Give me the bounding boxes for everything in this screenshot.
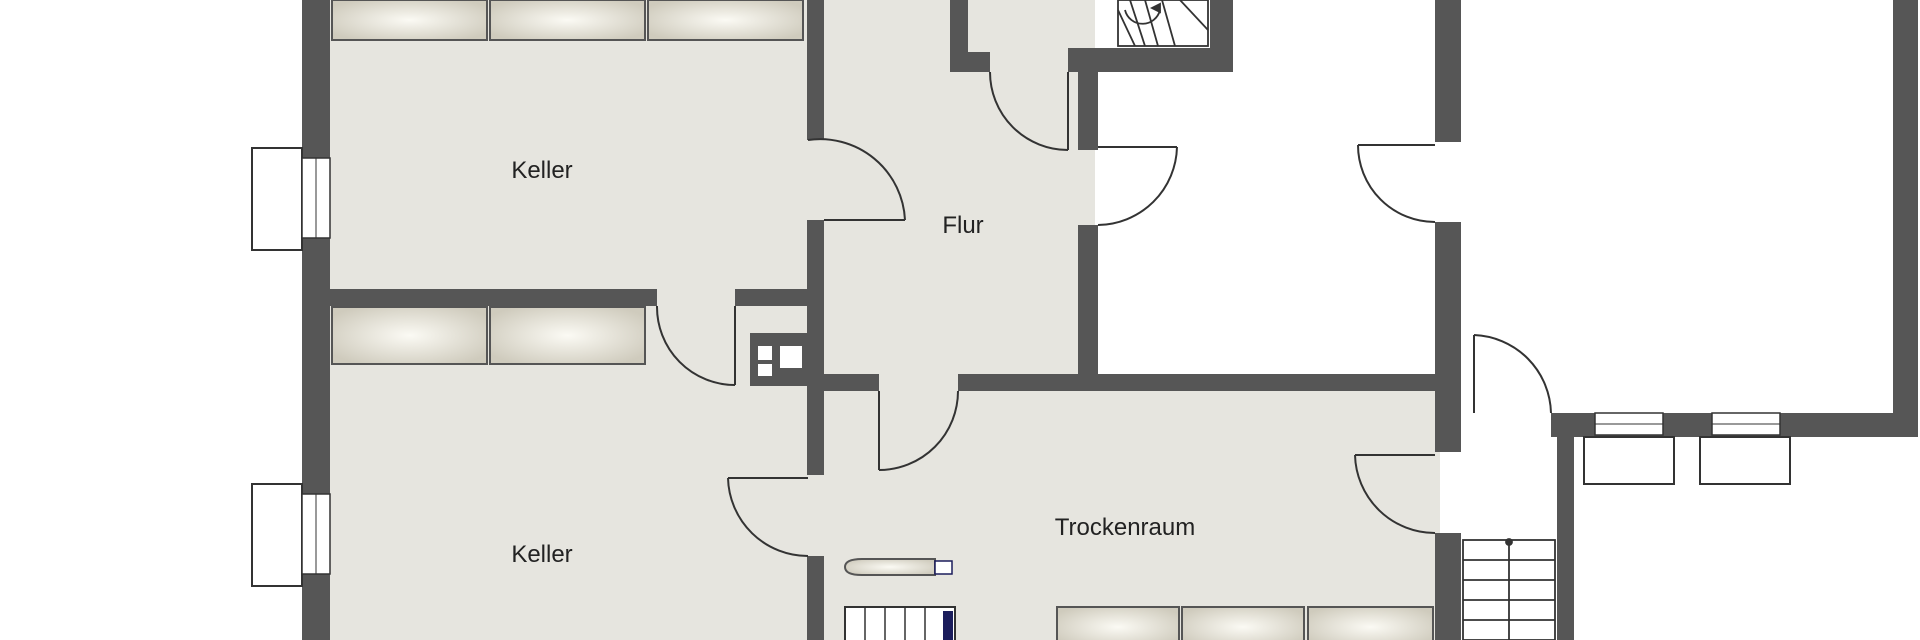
windows xyxy=(251,147,1791,587)
door-right-room xyxy=(1357,144,1436,223)
staircase-entry xyxy=(1462,538,1556,640)
wall-stair-right xyxy=(1210,0,1233,72)
doors xyxy=(655,71,1552,557)
room-label-trockenraum: Trockenraum xyxy=(1055,514,1195,541)
cabinet xyxy=(1056,606,1180,640)
door-keller-bottom-trocken xyxy=(727,477,809,557)
chimney-vent-3 xyxy=(758,364,772,376)
wall-flur-trocken-left xyxy=(824,374,879,391)
room-label-flur: Flur xyxy=(942,212,983,239)
door-entry xyxy=(1473,334,1552,414)
door-keller-top-flur xyxy=(807,138,906,221)
wall-flur-trocken-right xyxy=(958,374,1440,391)
cabinet xyxy=(489,306,646,365)
window-right-1 xyxy=(1583,412,1675,485)
wall-stair-bottom xyxy=(1068,48,1233,72)
cabinet xyxy=(1181,606,1305,640)
wall-right-room-left-upper xyxy=(1435,0,1461,142)
floor-trockenraum xyxy=(810,390,1440,640)
chimney-vent-2 xyxy=(780,346,802,368)
cabinet xyxy=(489,0,646,41)
wall-right-room-left-bottom xyxy=(1435,533,1461,640)
cabinet xyxy=(1307,606,1434,640)
wall-right-room-left-lower xyxy=(1435,222,1461,452)
door-trocken-right xyxy=(1354,454,1436,534)
floor-areas xyxy=(330,0,1440,640)
wall-stair-left-foot xyxy=(950,52,990,72)
wall-keller-divider-stub xyxy=(735,289,810,306)
cabinet xyxy=(647,0,804,41)
cabinet xyxy=(331,0,488,41)
wall-keller-trocken-lower xyxy=(807,556,824,640)
walls xyxy=(302,0,1918,640)
window-keller-top xyxy=(251,147,331,251)
wall-flur-right-upper xyxy=(1078,70,1098,150)
wall-entry-right xyxy=(1557,413,1574,640)
window-keller-bottom xyxy=(251,483,331,587)
wall-keller-divider xyxy=(330,289,657,306)
floor-keller-top xyxy=(330,0,810,298)
wall-right-outer xyxy=(1893,0,1918,437)
boiler-tank xyxy=(843,558,953,576)
window-right-2 xyxy=(1699,412,1791,485)
door-flur-top xyxy=(989,71,1069,151)
cabinets xyxy=(331,0,1434,640)
chimney-vent-1 xyxy=(758,346,772,360)
room-label-keller-bottom: Keller xyxy=(511,541,572,568)
radiator-unit xyxy=(844,606,956,640)
door-keller-bottom-top xyxy=(655,305,736,386)
room-label-keller-top: Keller xyxy=(511,157,572,184)
wall-keller-flur-upper xyxy=(807,0,824,140)
door-flur-right xyxy=(1097,146,1178,226)
wall-flur-right-lower xyxy=(1078,225,1098,375)
room-labels: Keller Flur Keller Trockenraum xyxy=(511,157,1195,568)
cabinet xyxy=(331,306,488,365)
staircase-top xyxy=(1117,0,1209,47)
door-flur-trocken xyxy=(878,390,959,471)
wall-keller-flur-mid xyxy=(807,220,824,390)
wall-keller-trocken xyxy=(807,390,824,475)
